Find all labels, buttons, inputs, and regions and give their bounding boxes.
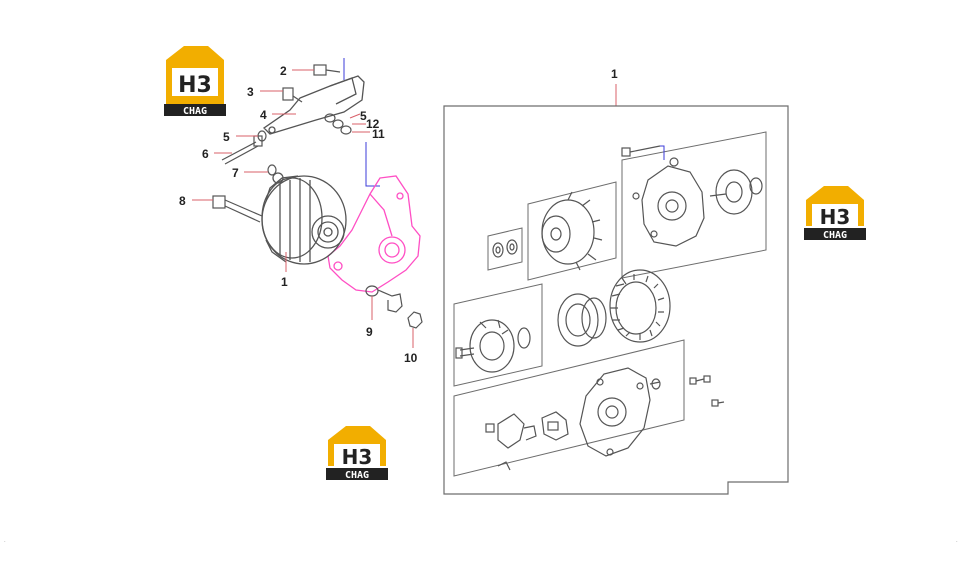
corner-mark-left: . (4, 538, 6, 544)
voltage-regulator (485, 413, 537, 471)
part-label-6: 6 (202, 147, 209, 161)
part-label-11: 11 (372, 127, 385, 141)
logo-top-text: H3 (178, 73, 212, 98)
leader-lines (192, 69, 414, 348)
drive-end-housing (632, 157, 763, 247)
logo-top-text: H3 (342, 445, 373, 469)
part-label-7: 7 (232, 166, 239, 180)
spacer-washers (492, 239, 518, 258)
rear-housing (579, 367, 661, 457)
terminal-screws (689, 375, 725, 407)
logo-bottom-text: CHAG (345, 470, 369, 481)
part-label-8: 8 (179, 194, 186, 208)
part-label-2: 2 (280, 64, 287, 78)
part-label-5b: 5 (360, 109, 367, 123)
part-label-10: 10 (404, 351, 418, 365)
logo-top-text: H3 (820, 205, 851, 229)
logo-bottom-text: CHAG (823, 230, 847, 241)
corner-mark-right: . (956, 538, 958, 544)
part-label-12: 12 (366, 117, 380, 131)
nut-10 (407, 311, 423, 329)
part-label-1-left: 1 (281, 275, 288, 289)
part-label-3: 3 (247, 85, 254, 99)
part-label-1-right: 1 (611, 67, 618, 81)
logo-bottom-left: H3 CHAG (326, 426, 388, 481)
part-label-5: 5 (223, 130, 230, 144)
part-label-9: 9 (366, 325, 373, 339)
mounting-bracket-highlighted (327, 175, 421, 293)
logo-bottom-text: CHAG (183, 106, 207, 117)
exploded-view-frame (443, 105, 789, 495)
callout-line-right (660, 145, 665, 160)
brush-holder (541, 411, 569, 441)
part-label-4: 4 (260, 108, 267, 122)
washers-5b-11-12 (324, 113, 352, 135)
rotor (455, 319, 531, 373)
stator (609, 269, 671, 343)
bearing (557, 293, 607, 347)
spacer-9 (365, 285, 403, 313)
logo-top-left: H3 CHAG (164, 46, 226, 117)
nut-7 (267, 164, 277, 176)
alternator-assembly (261, 172, 347, 265)
sub-panel-boxes (453, 131, 767, 477)
bolt-2 (313, 64, 341, 76)
logo-right: H3 CHAG (804, 186, 866, 241)
bolt-8 (212, 195, 263, 223)
bolt-3 (282, 87, 303, 103)
mounting-bracket-upper (262, 75, 365, 135)
through-bolt (621, 145, 661, 157)
cooling-fan (541, 191, 603, 271)
